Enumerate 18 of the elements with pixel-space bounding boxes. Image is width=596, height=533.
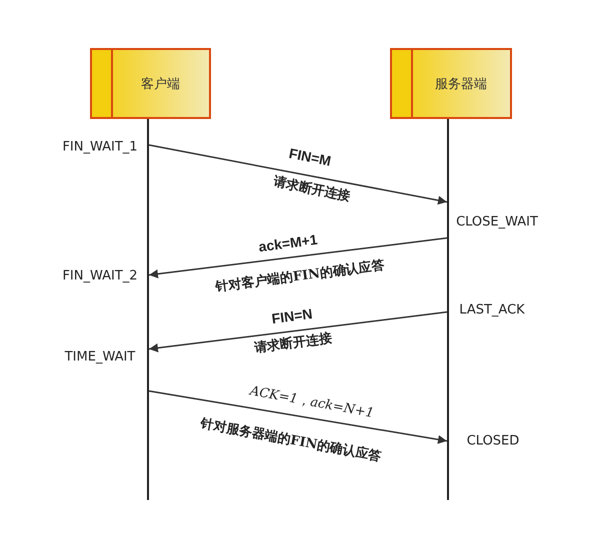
- message-arrow: [148, 311, 448, 352]
- state-label: TIME_WAIT: [64, 350, 136, 364]
- state-label: FIN_WAIT_1: [62, 140, 138, 154]
- message-description: 针对客户端的FIN的确认应答: [214, 257, 386, 296]
- message-label: FIN=M: [288, 144, 332, 170]
- message-label: FIN=N: [270, 305, 314, 327]
- state-label: CLOSED: [466, 434, 520, 448]
- message-label: ack=M+1: [258, 231, 318, 255]
- participant-name: 服务器端: [434, 76, 487, 92]
- participant-name: 客户端: [140, 76, 180, 92]
- message-arrow: [148, 237, 448, 278]
- message-arrow: [148, 144, 448, 205]
- state-label: CLOSE_WAIT: [456, 214, 538, 230]
- message-arrow: [148, 390, 448, 444]
- message-description: 请求断开连接: [272, 173, 352, 206]
- message-description: 请求断开连接: [253, 330, 333, 357]
- state-label: FIN_WAIT_2: [62, 268, 138, 284]
- state-label: LAST_ACK: [459, 302, 525, 318]
